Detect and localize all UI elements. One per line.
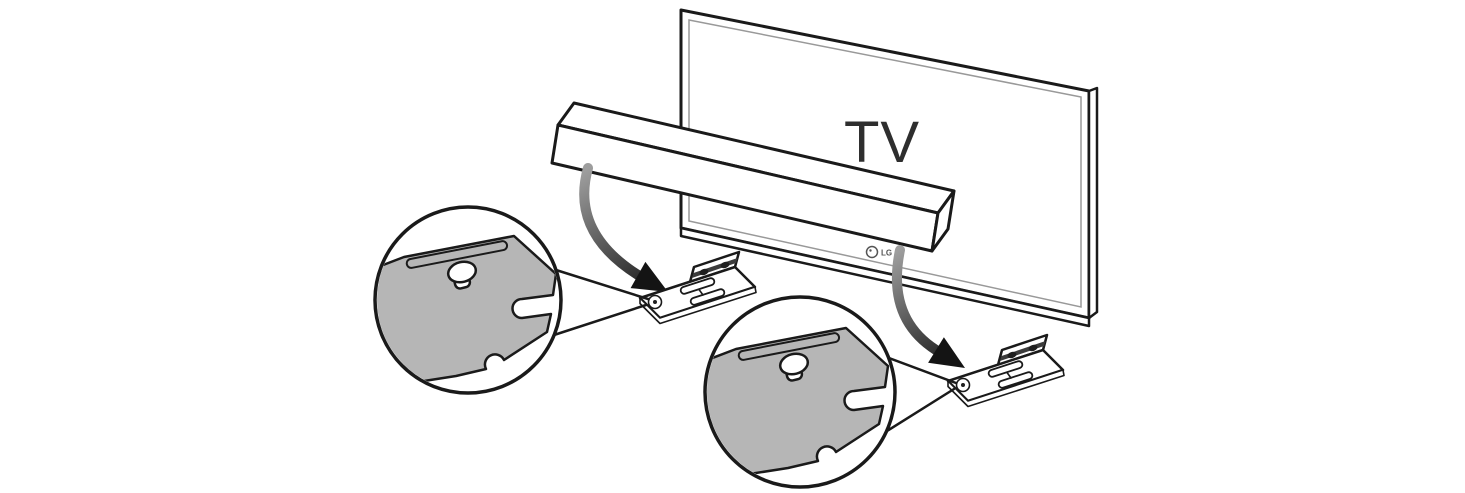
tv-side-edge: [1087, 86, 1099, 320]
magnifier-left: [373, 205, 650, 395]
lg-logo-dot-icon: [869, 249, 872, 252]
arrow-right-shaft: [892, 245, 941, 355]
leader-line: [554, 268, 650, 301]
lg-logo-circle-icon: [865, 245, 879, 259]
magnifier-left-rim: [373, 205, 563, 395]
lg-logo: LG: [865, 245, 892, 259]
leader-line: [887, 356, 958, 385]
leader-line: [552, 303, 648, 337]
arrow-left-shaft: [579, 163, 643, 280]
tv: TV LG: [679, 8, 1099, 328]
tv-label: TV: [844, 110, 920, 175]
soundbar: [550, 101, 956, 253]
tv-bottom-edge: [679, 226, 1091, 328]
magnifier-right: [703, 295, 958, 489]
lg-logo-text: LG: [881, 249, 892, 258]
arrow-left-head-icon: [630, 261, 668, 292]
arrow-right-head-icon: [928, 337, 965, 368]
magnifier-right-rim: [703, 295, 897, 489]
leader-line: [885, 387, 956, 433]
soundbar-end-cap: [930, 189, 956, 253]
arrow-left: [579, 163, 668, 292]
wall-bracket-right: [946, 333, 1066, 408]
arrow-right: [892, 245, 965, 368]
